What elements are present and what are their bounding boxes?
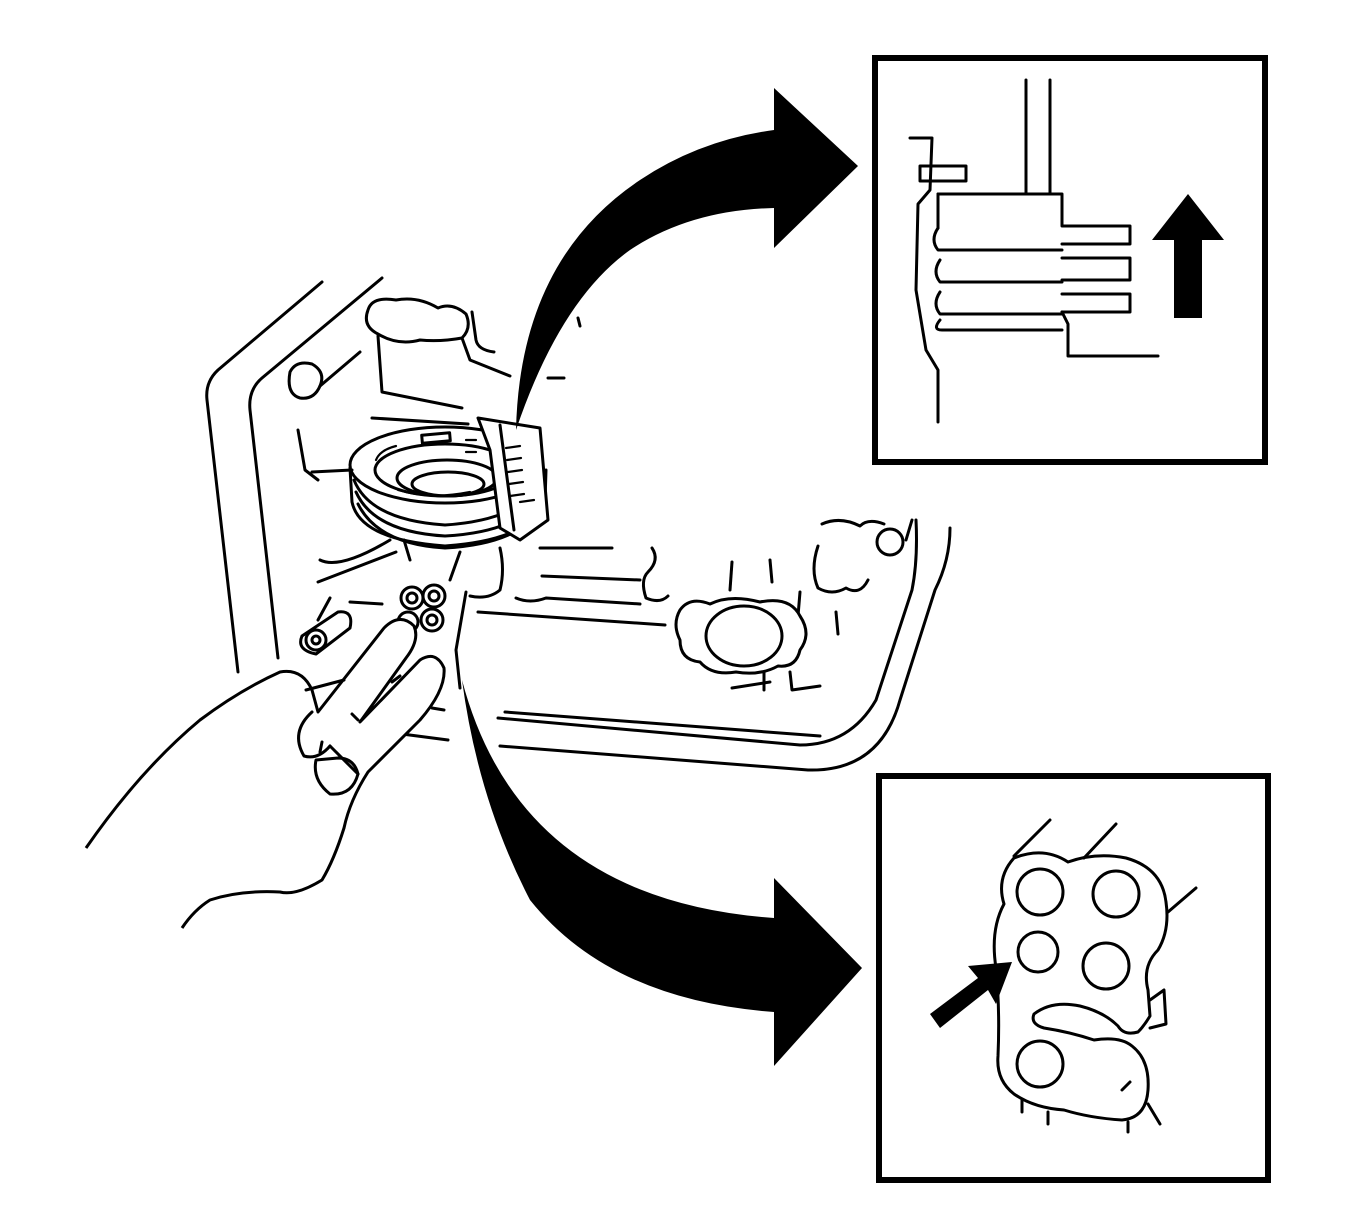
boss-right-rim: [641, 546, 670, 603]
casting-line-6: [370, 416, 470, 426]
filter-port: [704, 604, 784, 668]
boss-upper-left: [287, 361, 324, 400]
casting-line-16: [540, 574, 642, 582]
casting-line-17: [514, 596, 642, 606]
filter-tab-3: [788, 670, 822, 692]
casting-line-4: [318, 350, 362, 388]
casting-line-7: [310, 468, 354, 474]
casting-line-19: [768, 558, 774, 584]
casting-edge-lower: [400, 732, 450, 742]
boss-right-upper: [820, 519, 886, 528]
casting-line-10: [318, 538, 392, 564]
bottom-inset: [876, 773, 1271, 1183]
curved-arrow-icon: [516, 88, 858, 430]
casting-line-11: [316, 550, 398, 584]
callout-bottom-arrow: [462, 680, 862, 1066]
callout-top-arrow: [516, 88, 858, 430]
casting-tick: [430, 706, 446, 712]
casting-line-22: [904, 518, 914, 542]
casting-line-9: [576, 316, 582, 328]
case-inner-rim: [248, 276, 384, 660]
arrow-pointer-icon: [930, 962, 1012, 1028]
casting-line-12: [402, 538, 412, 562]
casting-line-21: [834, 610, 840, 636]
casting-line-5: [296, 428, 320, 482]
technician-hand: [84, 618, 446, 929]
transmission-case-illustration: [205, 276, 952, 772]
seal-installer-tool: [464, 416, 550, 542]
casting-edge-right: [454, 590, 468, 690]
case-bottom-edge: [496, 518, 918, 747]
case-floor-line: [503, 710, 822, 738]
top-inset: [872, 55, 1268, 465]
casting-line-14: [468, 546, 504, 599]
curved-arrow-icon: [462, 680, 862, 1066]
casting-line-3: [470, 310, 496, 354]
case-outer-rim: [205, 280, 324, 674]
boss-right-rim-2: [812, 544, 870, 594]
casting-line-13: [448, 550, 462, 582]
case-lower-line: [476, 610, 667, 627]
boss-right-hole: [875, 527, 905, 557]
filter-boss: [674, 597, 808, 675]
case-bottom-edge-outer: [498, 526, 952, 772]
boss-upper: [364, 297, 470, 344]
casting-line-2: [460, 336, 512, 378]
casting-line-1: [376, 334, 464, 410]
arrow-up-icon: [1152, 194, 1224, 318]
valve-plate: [992, 851, 1169, 1122]
casting-line-18: [728, 560, 734, 592]
